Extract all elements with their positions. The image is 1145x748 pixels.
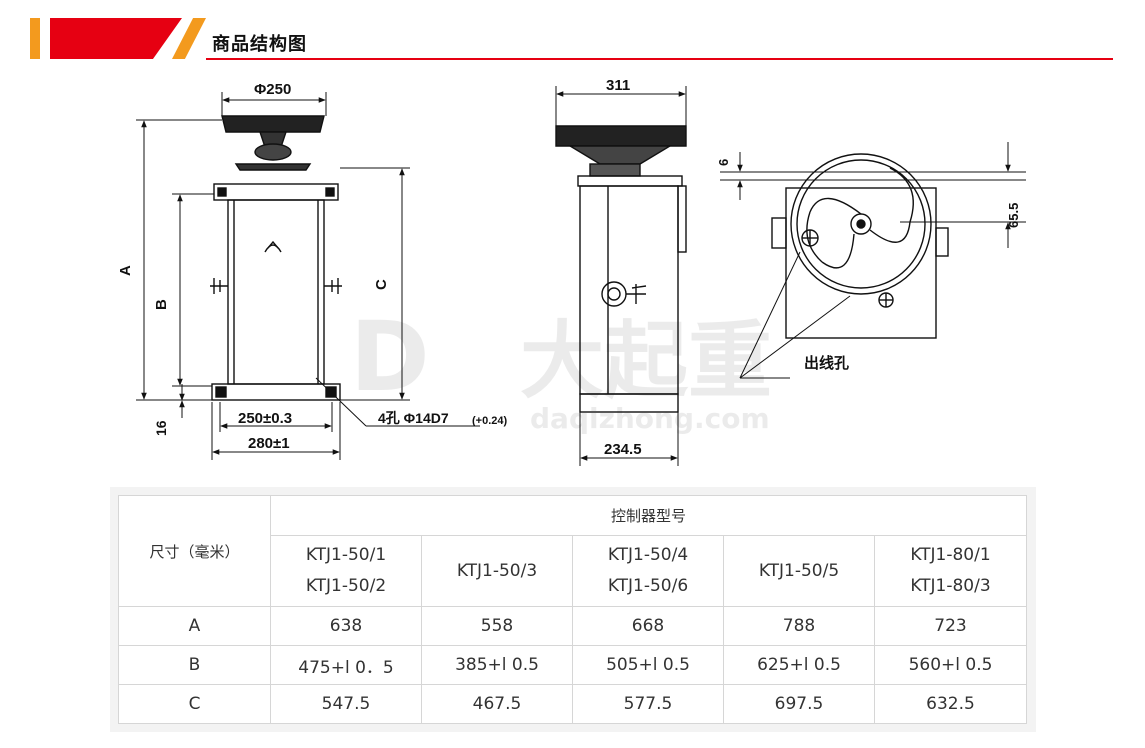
label-side-width: 311 <box>606 77 630 94</box>
table-corner-header: 尺寸（毫米） <box>118 495 271 607</box>
table-row: A 638 558 668 788 723 <box>118 606 1027 646</box>
table-cell: 697.5 <box>723 684 875 724</box>
label-dim-a: A <box>117 265 134 276</box>
section-title: 商品结构图 <box>212 34 307 55</box>
svg-text:D: D <box>350 301 430 413</box>
top-labels: 6 65.5 出线孔 <box>716 159 1021 372</box>
section-header: 商品结构图 <box>0 0 1145 66</box>
table-cell: 558 <box>421 606 573 646</box>
table-cell: 632.5 <box>874 684 1027 724</box>
label-dim-c: C <box>373 279 390 290</box>
table-cell: 505+l 0.5 <box>572 645 724 685</box>
table-cell: 467.5 <box>421 684 573 724</box>
label-dim-b: B <box>153 299 170 310</box>
table-cell: 788 <box>723 606 875 646</box>
label-wheel-height: 65.5 <box>1006 203 1021 228</box>
top-view <box>771 153 949 339</box>
label-outlet-hole: 出线孔 <box>804 354 849 372</box>
table-cell: 560+l 0.5 <box>874 645 1027 685</box>
row-label: B <box>118 645 271 685</box>
drawing-svg: D 大起重 daqizhong.com <box>117 77 1026 466</box>
table-row: B 475+l 0．5 385+l 0.5 505+l 0.5 625+l 0.… <box>118 645 1027 685</box>
front-dimensions <box>136 92 480 460</box>
watermark-brand: 大起重 <box>520 312 772 410</box>
row-label: A <box>118 606 271 646</box>
table-row: C 547.5 467.5 577.5 697.5 632.5 <box>118 684 1027 724</box>
label-top-diameter: Φ250 <box>254 81 291 98</box>
header-underline <box>206 58 1113 60</box>
row-label: C <box>118 684 271 724</box>
side-dimensions <box>555 86 687 466</box>
label-holes-tol: (+0.24) <box>472 415 507 427</box>
table-cell: 475+l 0．5 <box>270 645 422 685</box>
side-labels: 311 234.5 <box>604 77 642 458</box>
watermark-url: daqizhong.com <box>530 402 770 435</box>
model-header: KTJ1-50/3 <box>421 535 573 607</box>
model-header: KTJ1-50/5 <box>723 535 875 607</box>
side-view <box>555 125 687 413</box>
structure-drawing: D 大起重 daqizhong.com <box>110 72 1036 472</box>
table-cell: 547.5 <box>270 684 422 724</box>
label-base-thickness: 16 <box>153 420 169 436</box>
table-cell: 723 <box>874 606 1027 646</box>
top-dimensions <box>720 142 1026 379</box>
table-cell: 577.5 <box>572 684 724 724</box>
header-red-banner <box>50 18 182 59</box>
front-labels: Φ250 A B C 16 250±0.3 280±1 4孔 Φ14D7 (+0… <box>117 81 507 452</box>
watermark: D 大起重 daqizhong.com <box>350 301 772 435</box>
label-base-width: 280±1 <box>248 435 290 452</box>
table-cell: 385+l 0.5 <box>421 645 573 685</box>
table-cell: 668 <box>572 606 724 646</box>
label-holes-main: 4孔 Φ14D7 <box>378 410 449 426</box>
front-view <box>210 115 342 401</box>
table-cell: 638 <box>270 606 422 646</box>
table-group-header: 控制器型号 <box>270 495 1027 536</box>
header-orange-bar <box>30 18 40 59</box>
label-side-depth: 234.5 <box>604 441 642 458</box>
label-hole-spacing: 250±0.3 <box>238 410 292 427</box>
label-top-offset: 6 <box>716 159 731 166</box>
table-cell: 625+l 0.5 <box>723 645 875 685</box>
